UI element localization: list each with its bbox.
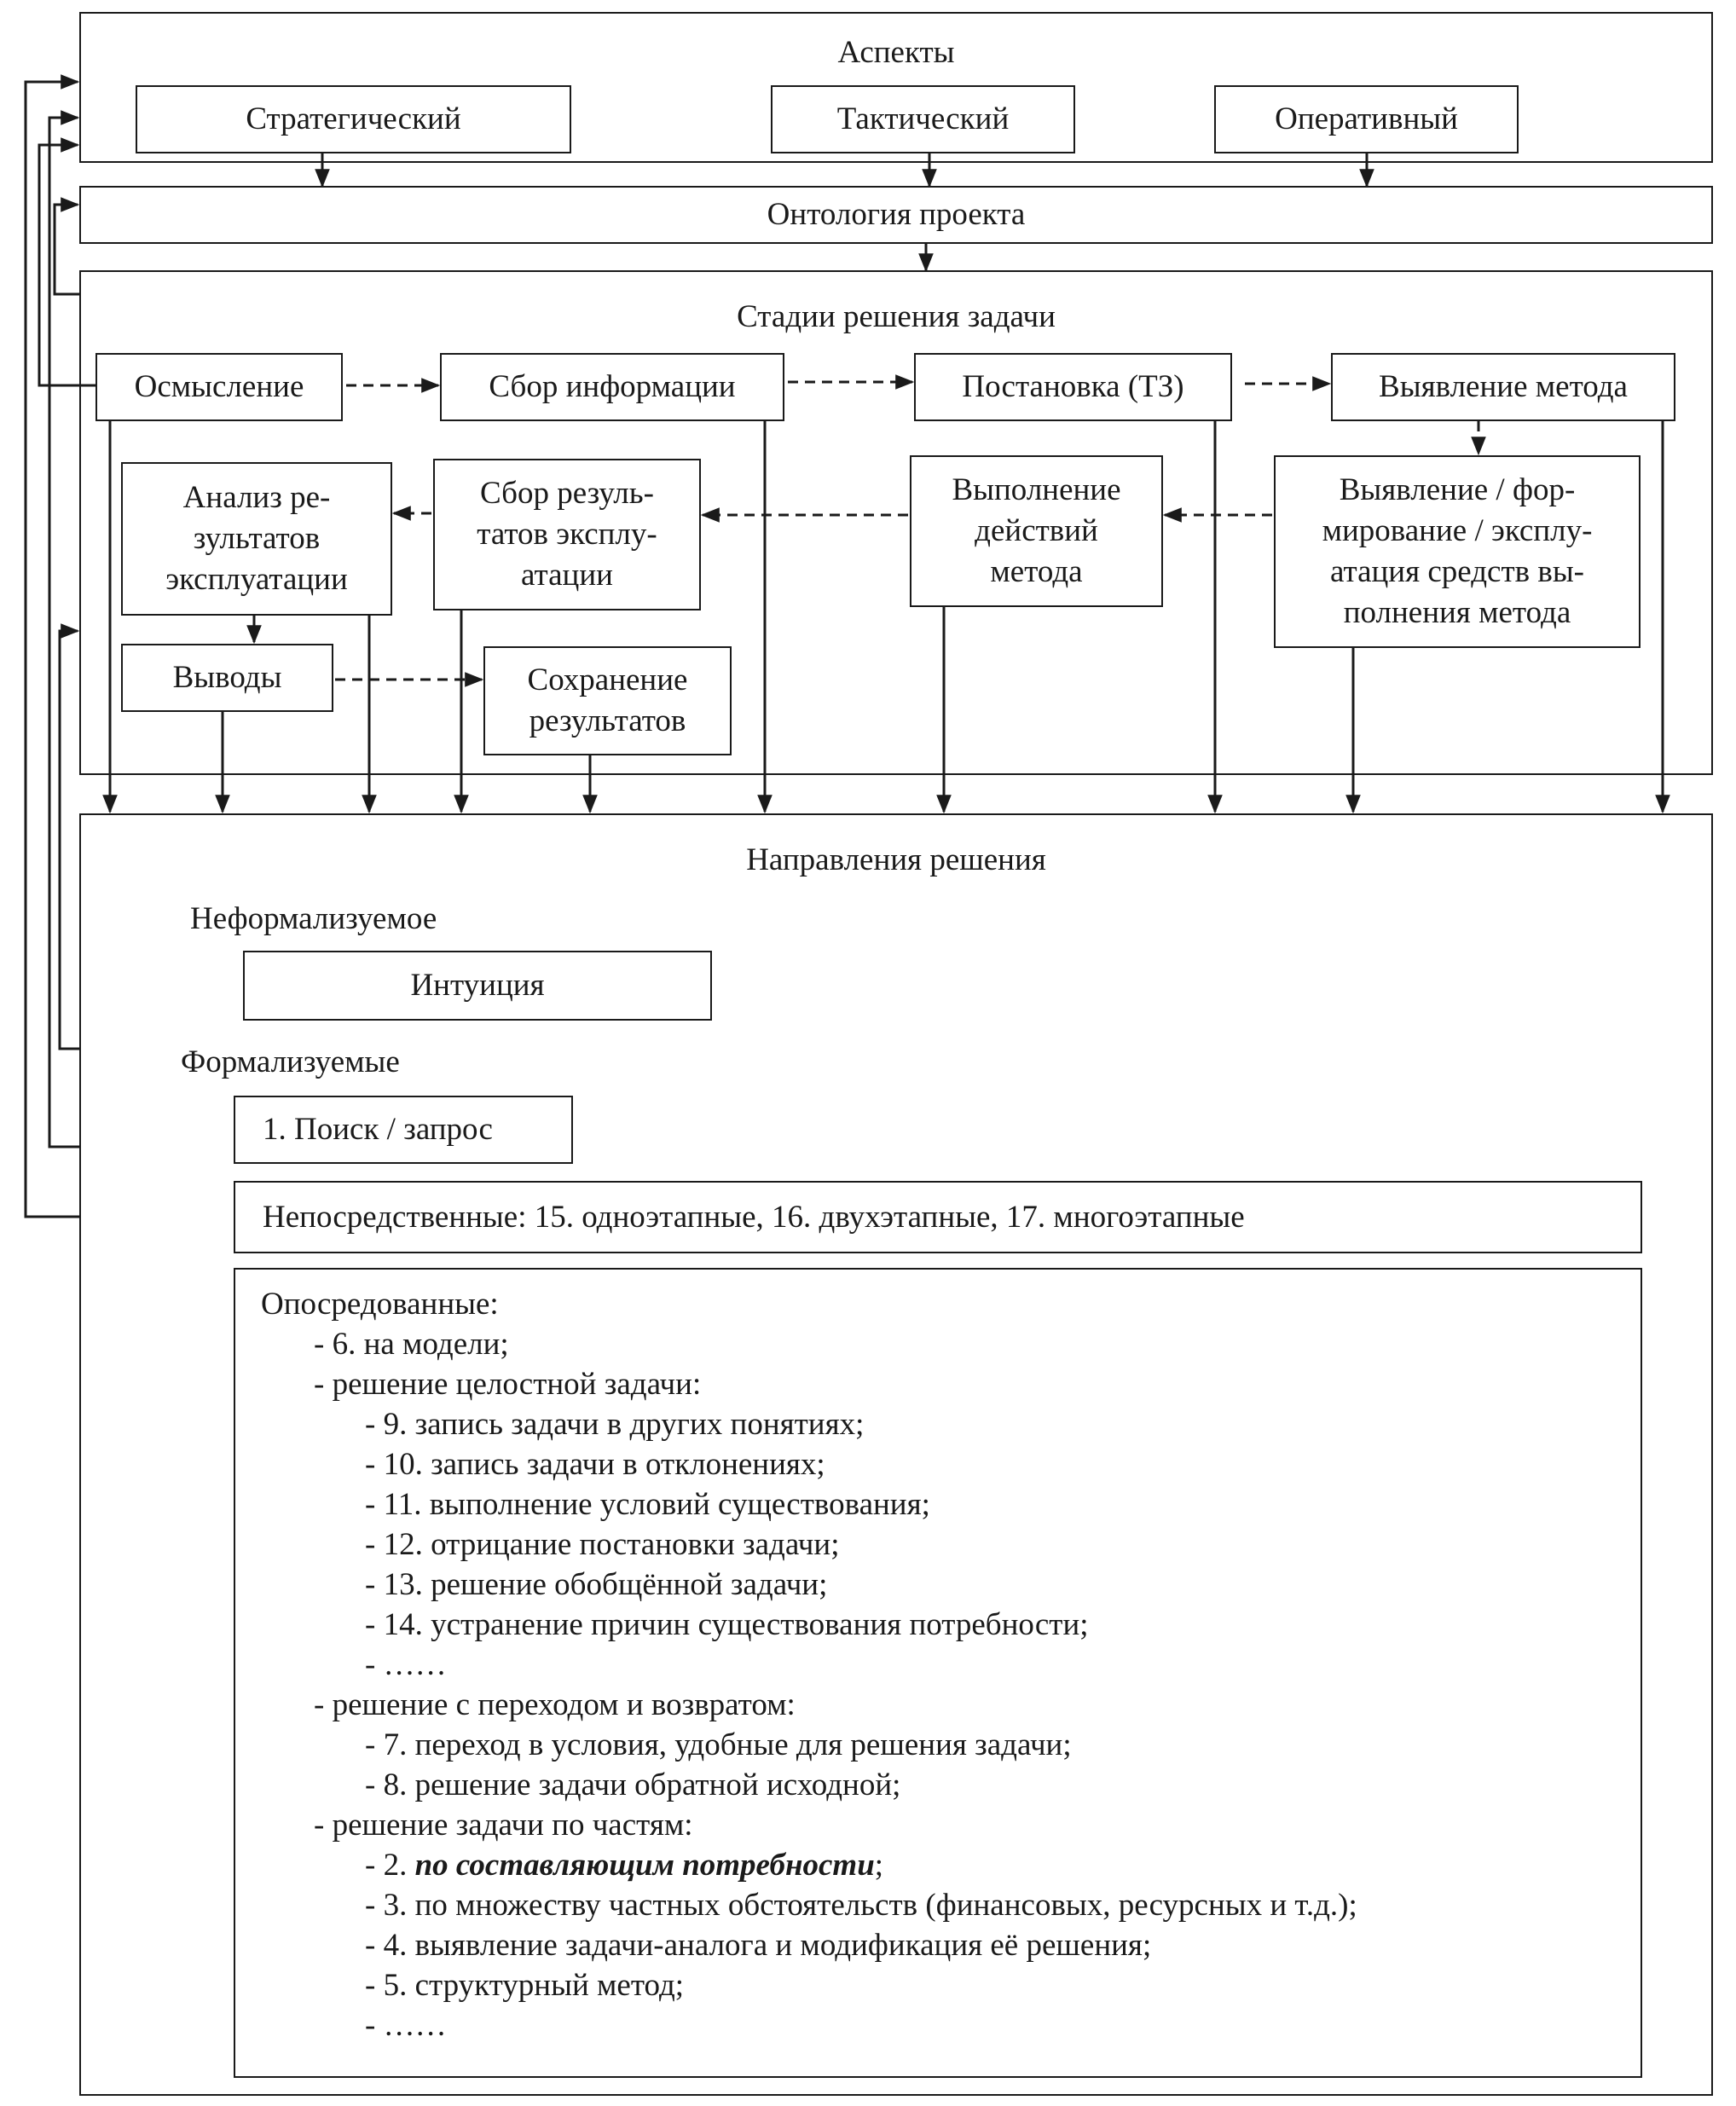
results-collection-box: Сбор резуль- татов эксплу- атации	[433, 459, 701, 610]
strategic-aspect-box: Стратегический	[136, 85, 571, 153]
feedback-line-2	[48, 110, 80, 1148]
list-item: - 2. по составляющим потребности;	[261, 1845, 1357, 1885]
mediated-list: Опосредованные: - 6. на модели; - решени…	[261, 1284, 1357, 2045]
emphasized-text: по составляющим потребности	[414, 1848, 875, 1883]
list-item: - решение задачи по частям:	[314, 1808, 693, 1843]
stages-title: Стадии решения задачи	[737, 299, 1056, 334]
list-item: - 5. структурный метод;	[365, 1968, 685, 2003]
conclusions-box: Выводы	[121, 644, 333, 712]
means-line: полнения метода	[1343, 595, 1571, 630]
directions-title: Направления решения	[746, 842, 1046, 877]
list-item: - 3. по множеству частных обстоятельств …	[365, 1888, 1357, 1923]
save-line: результатов	[529, 703, 686, 738]
execution-line: Выполнение	[952, 472, 1121, 507]
list-item: - 8. решение задачи обратной исходной;	[365, 1768, 901, 1802]
aspects-title: Аспекты	[837, 35, 955, 70]
list-item: - 4. выявление задачи-аналога и модифика…	[365, 1928, 1152, 1963]
analysis-line: Анализ ре-	[182, 480, 331, 515]
operative-aspect-box: Оперативный	[1214, 85, 1519, 153]
means-box: Выявление / фор- мирование / эксплу- ата…	[1274, 455, 1641, 648]
execution-line: метода	[990, 554, 1083, 589]
list-item: - решение целостной задачи:	[314, 1367, 702, 1402]
list-item: - ……	[365, 2008, 447, 2043]
comprehension-box: Осмысление	[95, 353, 343, 421]
analysis-line: зультатов	[193, 521, 321, 556]
search-box: 1. Поиск / запрос	[234, 1096, 573, 1164]
list-item: - 10. запись задачи в отклонениях;	[365, 1447, 825, 1482]
list-item: - 14. устранение причин существования по…	[365, 1607, 1089, 1642]
results-analysis-box: Анализ ре- зультатов эксплуатации	[121, 462, 392, 616]
results-collection-line: Сбор резуль-	[480, 476, 654, 511]
mediated-heading: Опосредованные:	[261, 1287, 499, 1322]
mediated-methods-box	[234, 1268, 1642, 2078]
results-collection-line: атации	[521, 558, 613, 593]
save-results-box: Сохранение результатов	[483, 646, 732, 755]
means-line: атация средств вы-	[1329, 554, 1585, 589]
tactical-aspect-box: Тактический	[771, 85, 1075, 153]
results-collection-line: татов эксплу-	[477, 517, 657, 552]
intuition-box: Интуиция	[243, 951, 712, 1021]
save-line: Сохранение	[527, 662, 688, 697]
direct-methods-box: Непосредственные: 15. одноэтапные, 16. д…	[234, 1181, 1642, 1253]
list-item: - 13. решение обобщённой задачи;	[365, 1567, 828, 1602]
list-item: - решение с переходом и возвратом:	[314, 1687, 796, 1722]
feedback-line-3	[58, 623, 80, 1050]
method-execution-box: Выполнение действий метода	[910, 455, 1163, 607]
info-collection-box: Сбор информации	[440, 353, 784, 421]
list-item-suffix: ;	[874, 1848, 884, 1883]
means-line: Выявление / фор-	[1339, 472, 1576, 507]
feedback-line-5	[53, 197, 80, 296]
list-item: - 11. выполнение условий существования;	[365, 1487, 930, 1522]
list-item: - 6. на модели;	[314, 1327, 509, 1362]
execution-line: действий	[975, 513, 1098, 548]
directions-panel	[79, 813, 1713, 2096]
list-item: - 12. отрицание постановки задачи;	[365, 1527, 840, 1562]
ontology-bar: Онтология проекта	[79, 186, 1713, 244]
list-item-prefix: - 2.	[365, 1848, 415, 1883]
feedback-line-outer	[24, 74, 80, 1218]
list-item: - ……	[365, 1647, 447, 1682]
nonformal-heading: Неформализуемое	[190, 901, 437, 936]
method-identification-box: Выявление метода	[1331, 353, 1675, 421]
list-item: - 9. запись задачи в других понятиях;	[365, 1407, 865, 1442]
analysis-line: эксплуатации	[165, 562, 348, 597]
list-item: - 7. переход в условия, удобные для реше…	[365, 1727, 1072, 1762]
statement-box: Постановка (ТЗ)	[914, 353, 1232, 421]
aspects-panel	[79, 12, 1713, 163]
formal-heading: Формализуемые	[181, 1044, 400, 1079]
stages-panel	[79, 270, 1713, 775]
means-line: мирование / эксплу-	[1322, 513, 1593, 548]
